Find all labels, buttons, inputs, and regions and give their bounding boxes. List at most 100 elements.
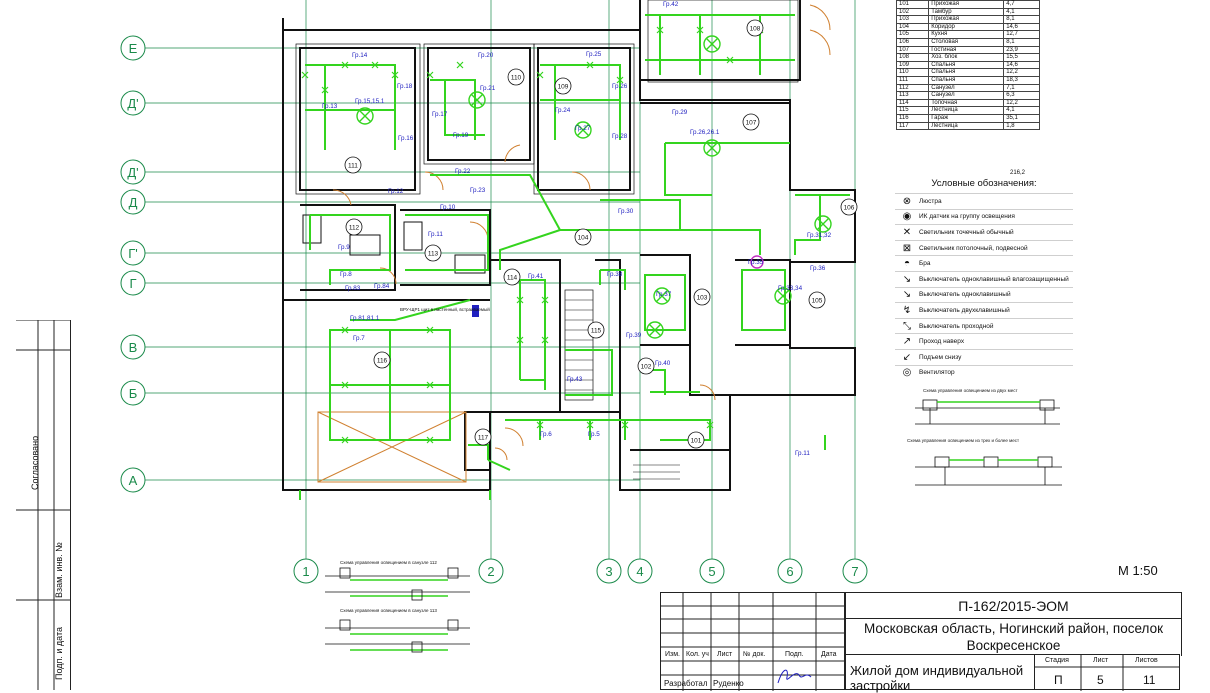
axis-row-1: Е [120, 35, 146, 61]
svg-text:В: В [129, 340, 138, 355]
legend-text: Светильник потолочный, подвесной [919, 244, 1028, 252]
legend-text: Проход наверх [919, 338, 965, 346]
switch-single-icon: ↘ [902, 273, 912, 285]
chandelier-icon [774, 287, 792, 305]
axis-col-4: 4 [627, 558, 653, 584]
legend-item: ⊠Светильник потолочный, подвесной [895, 239, 1073, 256]
left-side-stamp: Согласовано Взам. инв. № Подп. и дата [16, 320, 71, 690]
spot-light-icon [426, 381, 434, 389]
group-label: Гр.39 [626, 332, 642, 339]
group-label: Гр.41 [528, 273, 544, 280]
room-area: 15,5 [1003, 53, 1040, 62]
legend-item: ⊗Люстра [895, 193, 1073, 209]
room-tag: 113 [424, 244, 442, 262]
spot-light-icon [426, 436, 434, 444]
group-label: Гр.12 [388, 188, 404, 195]
switch-double-icon: ↯ [902, 304, 912, 316]
room-tag: 102 [637, 357, 655, 375]
room-area: 35,1 [1003, 113, 1040, 123]
group-label: Гр.26,26.1 [690, 129, 720, 136]
room-no: 101 [895, 0, 930, 9]
group-label: Гр.81,81.1 [350, 315, 380, 322]
room-area: 12,7 [1003, 30, 1040, 39]
spot-light-icon [426, 71, 434, 79]
room-no: 107 [895, 45, 930, 55]
legend-item: ↙Подъем снизу [895, 348, 1073, 365]
axis-col-7: 7 [842, 558, 868, 584]
group-label: Гр.27 [575, 125, 591, 132]
axis-col-5: 5 [699, 558, 725, 584]
room-name: Спальня [928, 68, 1005, 77]
chandelier-icon [574, 121, 592, 139]
room-no: 105 [895, 30, 930, 39]
room-table-total: 216,2 [1010, 170, 1026, 176]
legend-text: Выключатель одноклавишный [919, 291, 1011, 299]
chandelier-icon [653, 287, 671, 305]
axis-col-2: 2 [478, 558, 504, 584]
group-label: Гр.29 [672, 109, 688, 116]
room-name: Лестница [928, 121, 1005, 131]
group-label: Гр.31,32 [807, 232, 832, 239]
axis-row-9: А [120, 467, 146, 493]
project-address: Московская область, Ногинский район, пос… [845, 618, 1182, 656]
hdr-sign: Подп. [785, 651, 804, 658]
group-label: Гр.26 [612, 83, 628, 90]
spot-light-icon [321, 86, 329, 94]
group-label: Гр.9 [338, 244, 350, 251]
svg-text:101: 101 [691, 438, 702, 445]
legend-item: ↗Проход наверх [895, 333, 1073, 349]
svg-text:Г: Г [129, 276, 136, 291]
group-label: Гр.37 [656, 291, 672, 298]
svg-text:2: 2 [487, 564, 494, 579]
inv-replace-label: Взам. инв. № [54, 542, 64, 598]
room-area: 4,1 [1003, 106, 1040, 115]
room-area: 14,6 [1003, 60, 1040, 70]
legend-item: ✕Светильник точечный обычный [895, 224, 1073, 240]
svg-text:116: 116 [377, 358, 388, 365]
room-area: 12,2 [1003, 98, 1040, 108]
spot-light-icon [516, 336, 524, 344]
spot-light-icon [341, 326, 349, 334]
document-code: П-162/2015-ЭОМ [845, 592, 1182, 619]
light-fixtures [301, 26, 832, 444]
svg-text:1: 1 [302, 564, 309, 579]
spot-light-icon [586, 61, 594, 69]
svg-text:111: 111 [348, 163, 358, 170]
spot-light-icon [536, 421, 544, 429]
room-name: Санузел [928, 91, 1005, 100]
room-no: 113 [895, 91, 930, 100]
group-labels: Гр.14Гр.18Гр.15,15.1Гр.13Гр.16Гр.20Гр.21… [322, 1, 832, 457]
group-label: Гр.10 [440, 204, 456, 211]
room-tag: 109 [554, 77, 572, 95]
room-no: 115 [895, 106, 930, 115]
group-label: Гр.11 [428, 231, 443, 238]
svg-text:109: 109 [558, 84, 569, 91]
switch-pass-icon: ⤡ [903, 320, 911, 332]
group-label: Гр.16 [398, 135, 414, 142]
room-area: 23,9 [1003, 45, 1040, 55]
group-label: Гр.25 [586, 51, 602, 58]
room-area: 6,3 [1003, 91, 1040, 100]
legend-text: ИК датчик на группу освещения [919, 213, 1015, 221]
spot-light-icon [541, 336, 549, 344]
stage-block: Стадия Лист Листов П 5 11 [1035, 654, 1180, 691]
scheme-wc112-title: Схема управления освещением в санузле 11… [340, 560, 437, 565]
doors [332, 4, 831, 461]
room-area: 8,1 [1003, 15, 1040, 24]
agreed-label: Согласовано [30, 435, 40, 490]
svg-text:4: 4 [636, 564, 643, 579]
group-label: Гр.19 [453, 132, 469, 139]
panel-note: ВРУ-ЩР1 щит в настенный, встраиваемый [400, 306, 490, 312]
svg-text:103: 103 [697, 295, 708, 302]
stage-label: Стадия [1045, 657, 1069, 664]
hdr-doc: № док. [743, 651, 766, 658]
group-label: Гр.14 [352, 52, 368, 59]
